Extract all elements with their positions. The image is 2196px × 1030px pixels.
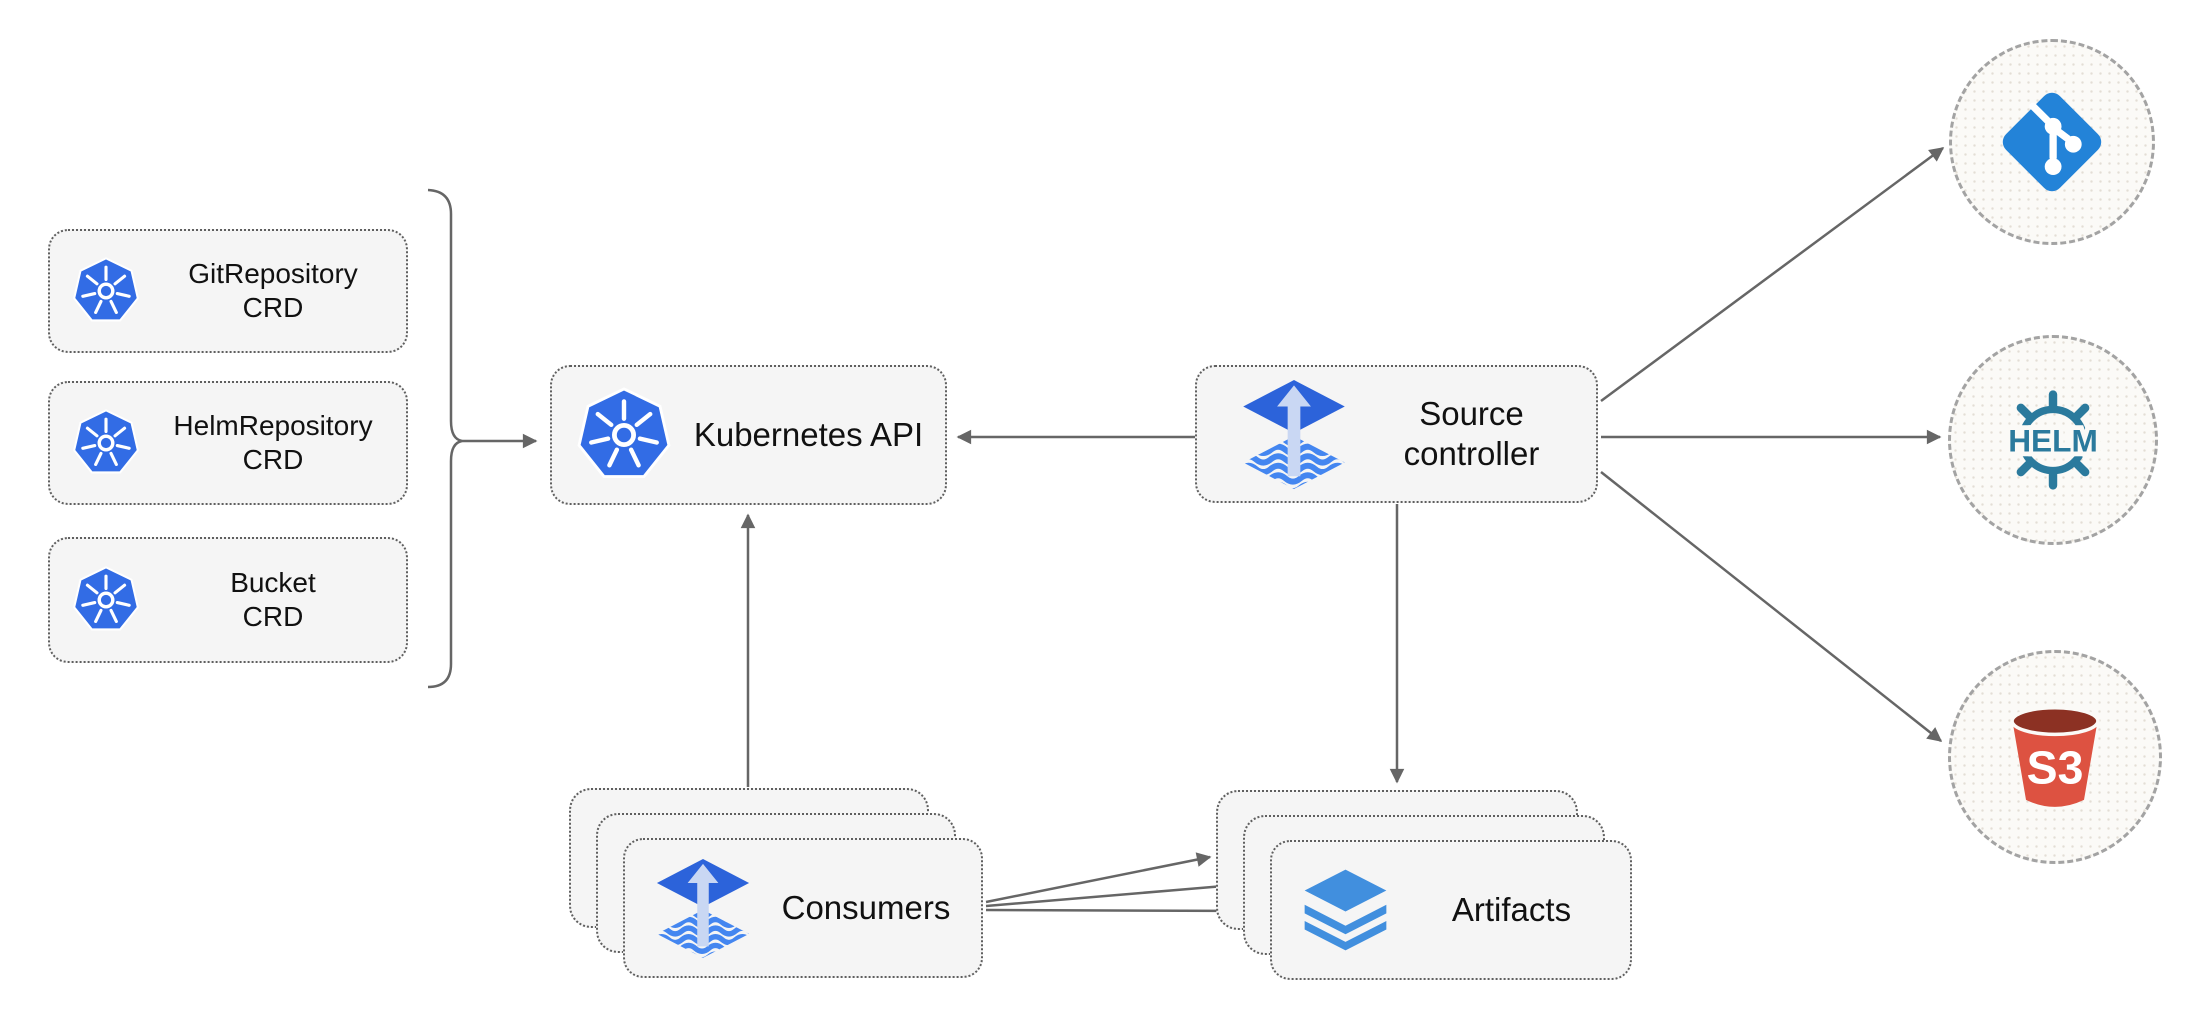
node-subtitle: CRD: [242, 444, 304, 475]
external-helm-circle[interactable]: HELM: [1948, 335, 2158, 545]
node-title: Source: [1419, 394, 1524, 432]
node-title: HelmRepository: [173, 409, 373, 441]
node-label: Kubernetes API: [693, 415, 924, 453]
node-label: HelmRepository CRD: [140, 409, 406, 477]
node-subtitle: CRD: [242, 292, 304, 323]
helm-label: HELM: [2008, 423, 2098, 459]
node-label: Artifacts: [1451, 890, 1572, 928]
node-subtitle: CRD: [242, 601, 304, 632]
git-icon: [2002, 92, 2102, 192]
flux-icon: [655, 858, 751, 958]
helm-icon: HELM: [2003, 390, 2103, 490]
layers-icon: [1304, 869, 1387, 950]
node-helmrepository-crd[interactable]: HelmRepository CRD: [48, 381, 408, 505]
node-label: GitRepository CRD: [140, 257, 406, 325]
node-consumers[interactable]: Consumers: [623, 838, 983, 978]
node-bucket-crd[interactable]: Bucket CRD: [48, 537, 408, 663]
node-label: Bucket CRD: [140, 566, 406, 634]
arrow-consumers-to-artifacts-1: [985, 852, 1212, 904]
s3-label: S3: [2027, 742, 2084, 794]
kubernetes-icon: [72, 409, 140, 477]
kubernetes-icon: [72, 257, 140, 325]
arrow-source-controller-to-git: [1600, 146, 1945, 403]
node-source-controller[interactable]: Source controller: [1195, 365, 1598, 503]
node-kubernetes-api[interactable]: Kubernetes API: [550, 365, 947, 505]
arrow-source-controller-to-s3: [1600, 471, 1943, 742]
flux-icon: [1241, 379, 1347, 489]
kubernetes-icon: [576, 387, 672, 483]
external-s3-circle[interactable]: S3: [1948, 650, 2162, 864]
arrow-consumers-to-artifacts-2: [985, 878, 1238, 908]
s3-bucket-icon: S3: [2010, 705, 2100, 807]
node-title: GitRepository: [188, 257, 358, 289]
node-artifacts[interactable]: Artifacts: [1270, 840, 1632, 980]
node-label: Source controller: [1347, 394, 1596, 475]
crd-group-brace: [427, 188, 463, 689]
external-git-circle[interactable]: [1949, 39, 2155, 245]
node-gitrepository-crd[interactable]: GitRepository CRD: [48, 229, 408, 353]
kubernetes-icon: [72, 566, 140, 634]
node-title: Bucket: [230, 566, 316, 598]
node-subtitle: controller: [1403, 435, 1540, 472]
node-label: Consumers: [781, 888, 951, 926]
